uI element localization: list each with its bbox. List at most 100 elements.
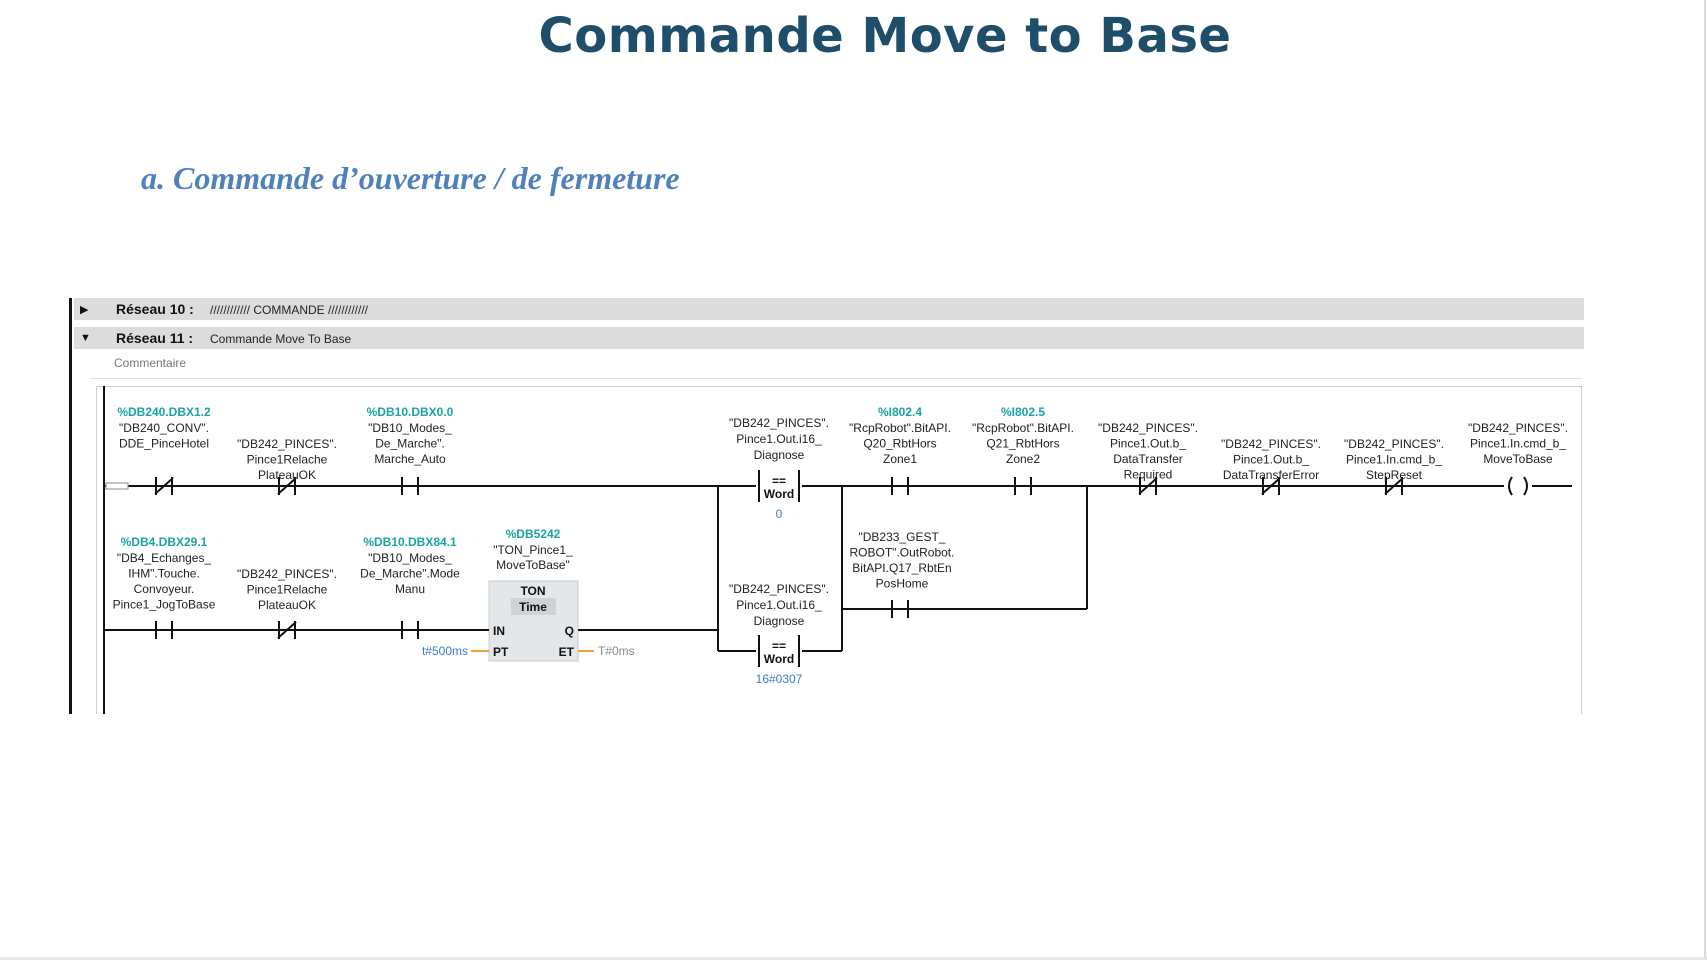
expand-icon[interactable]: ▶ — [80, 304, 89, 316]
slide-edge — [1704, 0, 1706, 960]
rung1-contact-4-tag-line: Q20_RbtHors — [863, 437, 936, 451]
page-title: Commande Move to Base — [538, 8, 1232, 64]
compare-value: 16#0307 — [756, 672, 803, 686]
rung1-contact-8[interactable] — [1384, 477, 1404, 495]
rung1-contact-6[interactable] — [1138, 477, 1158, 495]
rung1-contact-5-tag-line: "RcpRobot".BitAPI. — [972, 421, 1074, 435]
rung1-contact-1-address: %DB240.DBX1.2 — [117, 405, 211, 419]
rung1-contact-5-tag-line: Q21_RbtHors — [986, 437, 1059, 451]
network-comment[interactable]: Commentaire — [114, 356, 187, 370]
rung2-contact-1-tag-line: IHM".Touche. — [128, 567, 200, 581]
selection-marker[interactable] — [105, 482, 129, 490]
rung2-contact-1-tag-line: Pince1_JogToBase — [113, 598, 216, 612]
home-position-contact[interactable] — [891, 600, 909, 618]
rung1-contact-4-address: %I802.4 — [878, 405, 922, 419]
rung2-contact-2-tag-line: "DB242_PINCES". — [237, 567, 337, 581]
rung1-contact-8-tag-line: "DB242_PINCES". — [1344, 437, 1444, 451]
rung1-contact-4[interactable] — [891, 477, 909, 495]
negation-slash — [1261, 477, 1281, 495]
timer-subtype: Time — [519, 600, 547, 614]
rung1-contact-5[interactable] — [1014, 477, 1032, 495]
timer-block[interactable] — [488, 580, 579, 662]
negation-slash — [277, 477, 297, 495]
timer-instance: "TON_Pince1_ — [493, 543, 573, 557]
compare-operator: == — [772, 474, 786, 488]
timer-subtype-bg — [511, 598, 556, 615]
rung1-contact-3-tag-line: De_Marche". — [375, 437, 445, 451]
rung1-contact-5-address: %I802.5 — [1001, 405, 1045, 419]
negation-slash — [277, 621, 297, 639]
rung1-contact-2-tag-line: Pince1Relache — [247, 453, 328, 467]
collapse-icon[interactable]: ▼ — [80, 332, 91, 344]
coil-tag-line: Pince1.In.cmd_b_ — [1470, 437, 1566, 451]
rung1-contact-2[interactable] — [277, 477, 297, 495]
rung2-contact-2-tag-line: Pince1Relache — [247, 583, 328, 597]
editor-left-rail — [69, 298, 72, 714]
rung2-contact-1-address: %DB4.DBX29.1 — [121, 535, 208, 549]
rung1-contact-1-tag-line: DDE_PinceHotel — [119, 437, 209, 451]
compare-type: Word — [764, 487, 794, 501]
compare-tag: Diagnose — [754, 614, 805, 628]
home-contact-tag: "DB233_GEST_ — [859, 530, 946, 544]
rung1-contact-6-tag-line: Required — [1124, 468, 1173, 482]
compare-tag: Diagnose — [754, 448, 805, 462]
compare-tag: Pince1.Out.i16_ — [736, 432, 822, 446]
rung1-contact-3-address: %DB10.DBX0.0 — [367, 405, 454, 419]
rung1-compare[interactable] — [758, 470, 800, 502]
rung1-contact-1-tag-line: "DB240_CONV". — [119, 421, 209, 435]
compare-bg — [756, 470, 802, 502]
timer-pin-q: Q — [565, 624, 574, 638]
timer-instance: MoveToBase" — [496, 558, 570, 572]
rung1-contact-7[interactable] — [1261, 477, 1281, 495]
compare-tag: Pince1.Out.i16_ — [736, 598, 822, 612]
rung1-contact-4-tag-line: Zone1 — [883, 452, 917, 466]
slide-bottom-edge — [0, 957, 1707, 960]
rung1-contact-3[interactable] — [401, 477, 419, 495]
rung1-contact-2-tag-line: PlateauOK — [258, 468, 316, 482]
home-contact-tag: BitAPI.Q17_RbtEn — [852, 561, 951, 575]
rung1-contact-8-tag-line: Pince1.In.cmd_b_ — [1346, 453, 1442, 467]
compare-value: 0 — [776, 507, 783, 521]
timer-type: TON — [520, 584, 545, 598]
coil-right[interactable] — [1523, 476, 1528, 496]
negation-slash — [1138, 477, 1158, 495]
network-10-header[interactable]: ▶ Réseau 10 : //////////// COMMANDE ////… — [74, 298, 1584, 320]
timer-pin-in: IN — [493, 624, 505, 638]
rung2-contact-3-address: %DB10.DBX84.1 — [363, 535, 457, 549]
compare-tag: "DB242_PINCES". — [729, 582, 829, 596]
rung2-contact-3[interactable] — [401, 621, 419, 639]
rung2-contact-3-tag-line: De_Marche".Mode — [360, 567, 460, 581]
rung2-contact-2-tag-line: PlateauOK — [258, 598, 316, 612]
rung1-contact-6-tag-line: DataTransfer — [1113, 452, 1183, 466]
home-contact-tag: PosHome — [876, 577, 929, 591]
compare-type: Word — [764, 652, 794, 666]
negation-slash — [154, 477, 174, 495]
rung1-contact-4-tag-line: "RcpRobot".BitAPI. — [849, 421, 951, 435]
rung2-contact-1-tag-line: Convoyeur. — [134, 582, 195, 596]
rung1-contact-1[interactable] — [154, 477, 174, 495]
rung1-contact-3-tag-line: "DB10_Modes_ — [368, 421, 452, 435]
rung1-contact-7-tag-line: Pince1.Out.b_ — [1233, 453, 1309, 467]
rung1-contact-6-tag-line: "DB242_PINCES". — [1098, 421, 1198, 435]
rung1-contact-7-tag-line: "DB242_PINCES". — [1221, 437, 1321, 451]
compare-bg — [756, 635, 802, 667]
negation-slash — [1384, 477, 1404, 495]
home-contact-tag: ROBOT".OutRobot. — [850, 546, 955, 560]
comment-divider — [90, 378, 1582, 379]
rung2-contact-1[interactable] — [155, 621, 173, 639]
rung2-contact-2[interactable] — [277, 621, 297, 639]
coil-left[interactable] — [1508, 476, 1513, 496]
rung2-contact-1-tag-line: "DB4_Echanges_ — [117, 551, 212, 565]
timer-address: %DB5242 — [506, 527, 561, 541]
network-11-header[interactable]: ▼ Réseau 11 : Commande Move To Base — [74, 327, 1584, 349]
rung1-contact-5-tag-line: Zone2 — [1006, 452, 1040, 466]
rung1-contact-7-tag-line: DataTransferError — [1223, 468, 1319, 482]
section-subtitle: a. Commande d’ouverture / de fermeture — [141, 160, 680, 196]
network-label: Réseau 11 : — [116, 330, 194, 346]
rung2-compare[interactable] — [758, 635, 800, 667]
ladder-area — [96, 386, 1582, 714]
timer-pin-et: ET — [559, 645, 575, 659]
coil-tag-line: "DB242_PINCES". — [1468, 421, 1568, 435]
rung1-contact-3-tag-line: Marche_Auto — [374, 452, 446, 466]
timer-pin-pt: PT — [493, 645, 509, 659]
